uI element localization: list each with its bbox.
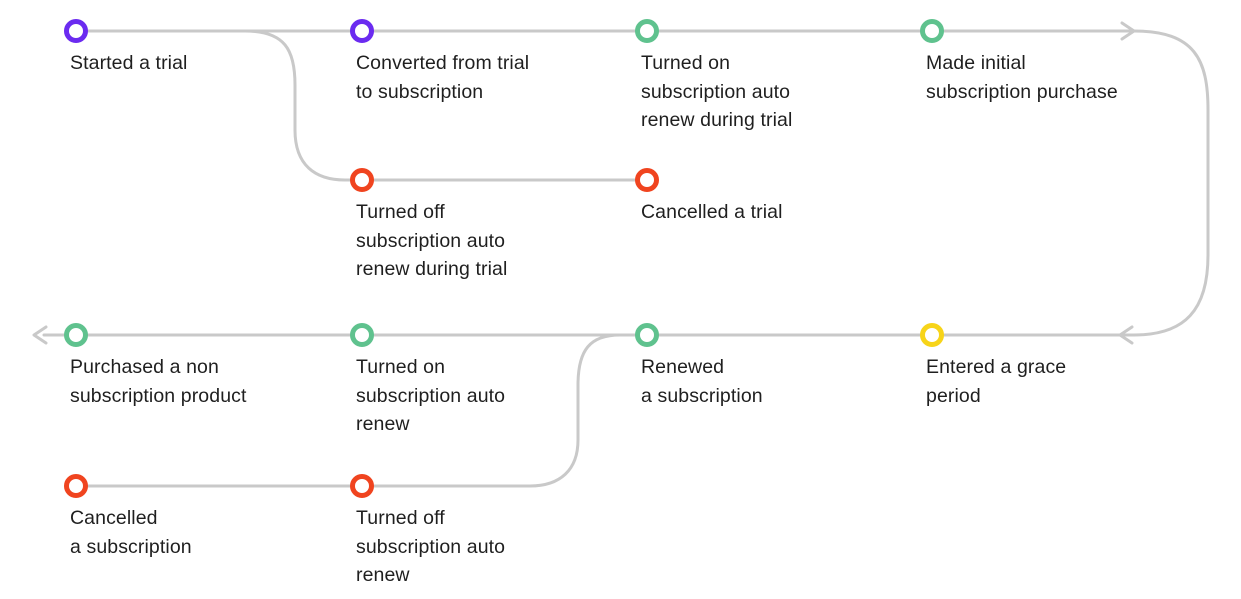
renewed-subscription-node <box>635 323 659 347</box>
purchased-non-subscription-node <box>64 323 88 347</box>
label-line: a subscription <box>70 535 192 558</box>
trial-branch-line <box>243 29 364 182</box>
label-line: to subscription <box>356 80 484 103</box>
label-line: Turned off <box>356 507 445 529</box>
converted-from-trial-label: Converted from trial to subscription <box>356 49 586 106</box>
label-line: Turned off <box>356 201 445 223</box>
label-line: Started a trial <box>70 52 188 74</box>
label-line: subscription product <box>70 384 247 407</box>
label-line: Renewed <box>641 356 725 378</box>
label-line: Cancelled a trial <box>641 201 783 223</box>
label-line: Made initial <box>926 52 1026 74</box>
cancelled-subscription-label: Cancelled a subscription <box>70 504 300 561</box>
entered-grace-period-node <box>920 323 944 347</box>
turned-off-auto-renew-trial-node <box>350 168 374 192</box>
turned-on-auto-renew-label: Turned on subscription auto renew <box>356 353 586 439</box>
renew-branch-line <box>74 333 649 488</box>
label-line: a subscription <box>641 384 763 407</box>
label-line: Purchased a non <box>70 356 219 378</box>
label-line: subscription auto <box>641 80 791 103</box>
entered-grace-period-label: Entered a grace period <box>926 353 1156 410</box>
label-line: Turned on <box>641 52 731 74</box>
started-trial-label: Started a trial <box>70 49 300 78</box>
cancelled-subscription-node <box>64 474 88 498</box>
cancelled-trial-label: Cancelled a trial <box>641 198 871 227</box>
label-line: Entered a grace <box>926 356 1067 378</box>
turned-on-auto-renew-trial-node <box>635 19 659 43</box>
started-trial-node <box>64 19 88 43</box>
end-arrow-head <box>32 325 48 345</box>
grace-arrow-head <box>1118 325 1134 345</box>
event-nodes <box>64 19 944 498</box>
label-line: Cancelled <box>70 507 158 529</box>
label-line: subscription auto <box>356 384 506 407</box>
made-initial-purchase-label: Made initial subscription purchase <box>926 49 1156 106</box>
label-line: period <box>926 384 981 407</box>
renewed-subscription-label: Renewed a subscription <box>641 353 871 410</box>
converted-from-trial-node <box>350 19 374 43</box>
turned-off-auto-renew-node <box>350 474 374 498</box>
label-line: renew during trial <box>641 109 793 131</box>
purchased-non-subscription-label: Purchased a non subscription product <box>70 353 300 410</box>
label-line: renew during trial <box>356 258 508 280</box>
label-line: renew <box>356 564 410 586</box>
turned-off-auto-renew-trial-label: Turned off subscription auto renew during … <box>356 198 586 284</box>
made-initial-purchase-node <box>920 19 944 43</box>
cancelled-trial-node <box>635 168 659 192</box>
turned-off-auto-renew-label: Turned off subscription auto renew <box>356 504 586 590</box>
label-line: subscription auto <box>356 535 506 558</box>
label-line: renew <box>356 413 410 435</box>
turned-on-auto-renew-trial-label: Turned on subscription auto renew during t… <box>641 49 871 135</box>
label-line: subscription auto <box>356 229 506 252</box>
loop-right-line <box>1132 29 1210 337</box>
label-line: Converted from trial <box>356 52 530 74</box>
turned-on-auto-renew-node <box>350 323 374 347</box>
label-line: Turned on <box>356 356 446 378</box>
label-line: subscription purchase <box>926 80 1118 103</box>
connector-lines <box>32 21 1210 488</box>
